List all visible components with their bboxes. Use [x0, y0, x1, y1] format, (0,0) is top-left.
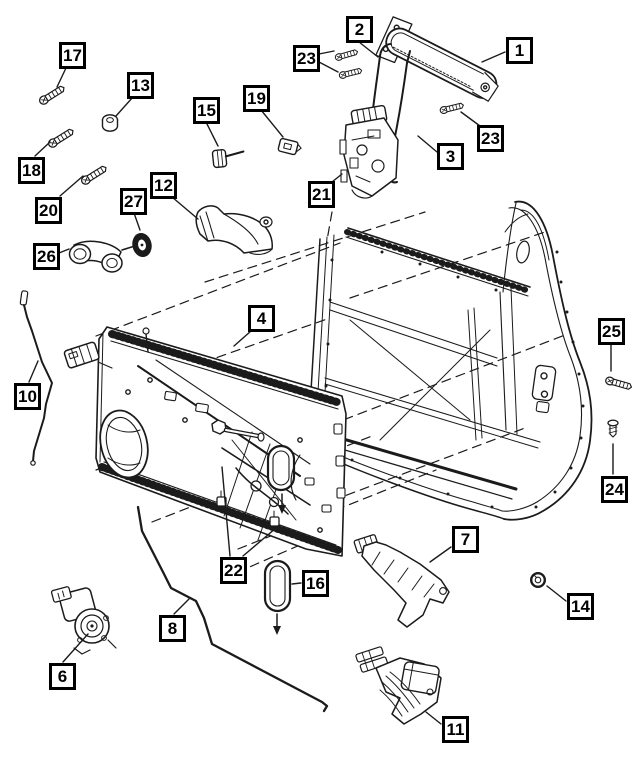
- callout-26[interactable]: 26: [33, 243, 60, 270]
- part-4-door-module-panel: [63, 326, 347, 557]
- callout-23-a[interactable]: 23: [293, 45, 320, 72]
- callout-8[interactable]: 8: [159, 615, 186, 642]
- callout-2[interactable]: 2: [346, 16, 373, 43]
- callout-19[interactable]: 19: [243, 85, 270, 112]
- callout-20[interactable]: 20: [35, 197, 62, 224]
- part-7-bracket: [353, 534, 450, 628]
- part-20-screw: [79, 163, 109, 187]
- callout-4[interactable]: 4: [248, 305, 275, 332]
- part-24-push-pin: [607, 419, 619, 438]
- callout-1[interactable]: 1: [506, 37, 533, 64]
- part-18-screw: [46, 126, 76, 150]
- part-26-window-crank: [68, 240, 139, 273]
- callout-25[interactable]: 25: [598, 318, 625, 345]
- callout-16[interactable]: 16: [302, 570, 329, 597]
- callout-21[interactable]: 21: [308, 181, 335, 208]
- part-1-exterior-handle: [375, 16, 499, 102]
- callout-7[interactable]: 7: [452, 526, 479, 553]
- callout-23-b[interactable]: 23: [477, 125, 504, 152]
- part-8-latch-rod: [136, 505, 329, 713]
- part-17-screw: [37, 83, 67, 107]
- callout-24[interactable]: 24: [601, 476, 628, 503]
- callout-15[interactable]: 15: [193, 97, 220, 124]
- callout-3[interactable]: 3: [437, 143, 464, 170]
- callout-27[interactable]: 27: [120, 188, 147, 215]
- part-21-door-latch: [339, 104, 399, 199]
- part-6-window-motor: [50, 586, 117, 655]
- part-10-lock-rod: [19, 290, 53, 466]
- callout-22[interactable]: 22: [220, 557, 247, 584]
- callout-6[interactable]: 6: [49, 663, 76, 690]
- part-16-seal: [263, 559, 292, 635]
- callout-17[interactable]: 17: [59, 42, 86, 69]
- part-13-nut: [101, 114, 119, 132]
- part-19-clip: [277, 137, 302, 156]
- callout-leader-lines: [28, 41, 614, 725]
- callout-10[interactable]: 10: [14, 383, 41, 410]
- callout-13[interactable]: 13: [127, 72, 154, 99]
- callout-12[interactable]: 12: [150, 172, 177, 199]
- part-27-washer: [132, 232, 152, 258]
- door-shell-artwork: [310, 200, 593, 521]
- callout-11[interactable]: 11: [442, 716, 469, 743]
- part-15-stud-pin: [211, 149, 245, 169]
- callout-18[interactable]: 18: [18, 157, 45, 184]
- part-23-screw-a: [333, 47, 360, 62]
- callout-14[interactable]: 14: [567, 593, 594, 620]
- part-25-screw: [604, 375, 634, 392]
- part-23-screw-b: [338, 66, 364, 80]
- part-11-bracket: [355, 646, 442, 725]
- part-12-pull-cup: [195, 205, 273, 255]
- part-14-grommet: [530, 572, 547, 589]
